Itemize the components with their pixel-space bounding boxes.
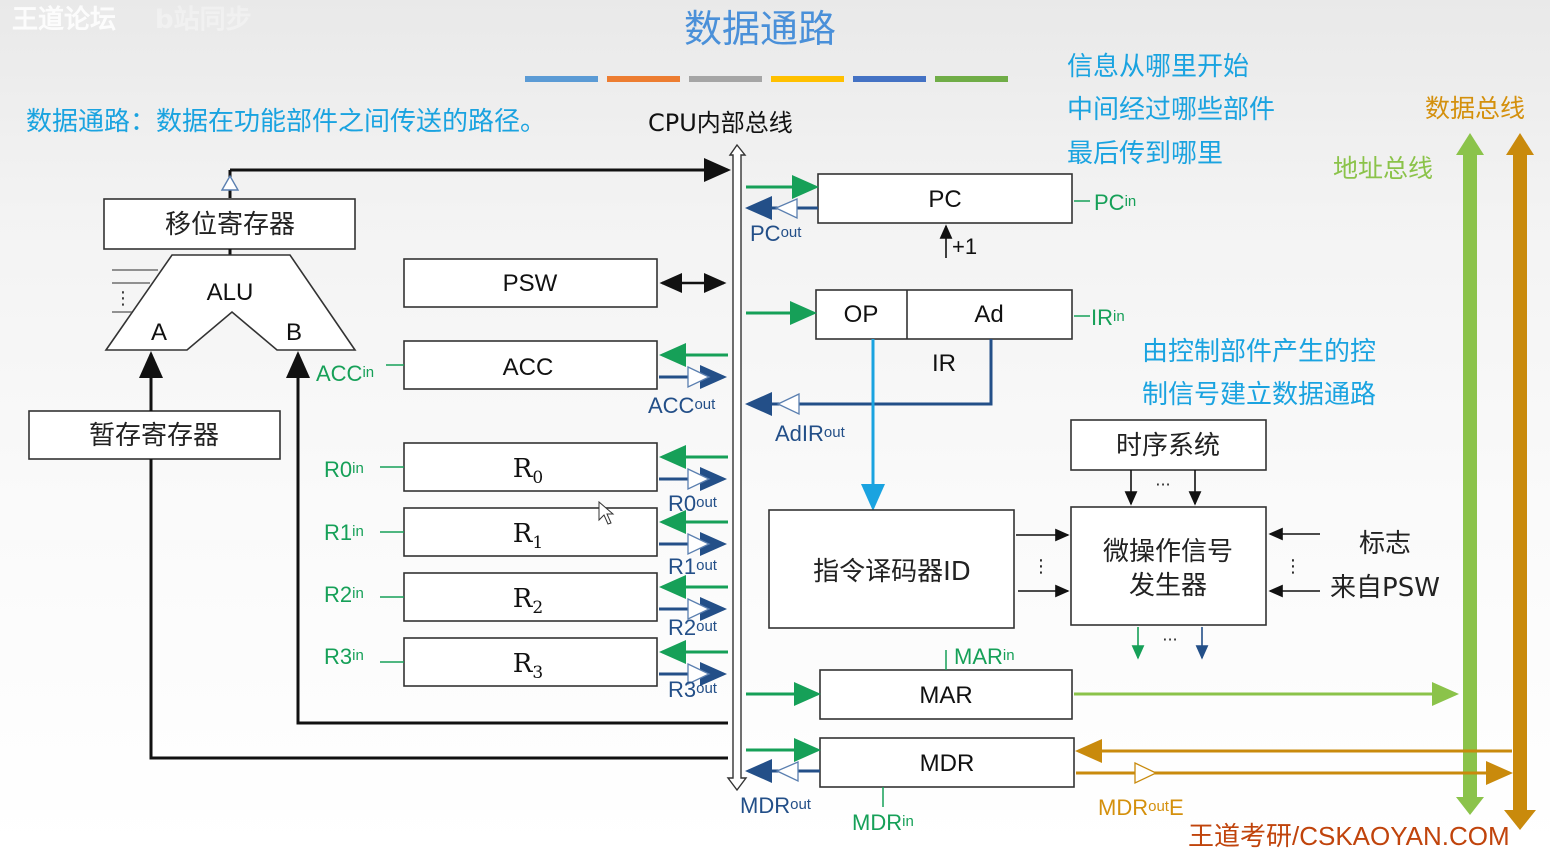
acc-register-label: ACC [503,354,554,381]
title-bar-segment [771,76,844,82]
ir-ad-field: Ad [974,301,1003,328]
address-bus-arrow [1456,133,1484,815]
signal-mar_in: MARin [954,644,1015,669]
signal-r_out-3: R3out [668,677,718,702]
signal-r_out-0: R0out [668,491,718,516]
ir-op-field: OP [844,301,879,328]
temp-register [28,410,281,460]
temp-register-label: 暂存寄存器 [89,421,219,451]
alu-control-ellipsis: ⋮ [114,288,132,309]
signal-acc_in: ACCin [316,361,374,386]
signal-mdr_in: MDRin [852,810,914,835]
note-info-3: 最后传到哪里 [1067,139,1223,169]
note-info-1: 信息从哪里开始 [1067,52,1249,82]
register-r3-label: R3 [513,649,543,683]
mar-label: MAR [919,682,972,709]
register-r2: R2 [380,572,728,622]
mouse-cursor-icon [598,500,615,525]
shift-register [103,198,356,250]
decoder-ellipsis: ⋮ [1032,556,1050,577]
timing-system [1070,419,1267,471]
mdr-register [819,737,1075,788]
cpu-bus-label: CPU内部总线 [648,109,793,137]
signal-ir_in: IRin [1091,305,1125,330]
flags-source-label: 来自PSW [1330,573,1440,603]
signal-r_in-0: R0in [324,457,364,482]
register-r0-label: R0 [513,454,543,488]
instruction-decoder [768,509,1015,629]
pc-increment-label: +1 [952,234,977,259]
psw-register [403,258,658,308]
watermark-forum: 王道论坛 [12,4,116,35]
alu-label: ALU [207,279,254,306]
micro-op-generator [1070,506,1267,626]
shift-out-gate-icon [220,174,240,191]
register-r1: R1 [380,507,728,557]
register-r3: R3 [380,637,728,687]
register-r1-label: R1 [513,519,543,553]
title-bar-segment [607,76,680,82]
data-bus-label: 数据总线 [1425,94,1525,123]
signal-r_in-2: R2in [324,582,364,607]
note-info-2: 中间经过哪些部件 [1067,95,1275,125]
register-r2-label: R2 [513,584,543,618]
title-bar-segment [525,76,598,82]
signal-adir_out: AdIRout [775,421,846,446]
signal-r_out-1: R1out [668,554,718,579]
micro-op-label-2: 发生器 [1129,571,1207,601]
shift-register-label: 移位寄存器 [165,210,295,240]
title-bar-segment [689,76,762,82]
signal-mdr_oute: MDRoutE [1098,795,1184,820]
timing-label: 时序系统 [1116,431,1220,461]
pc-register [817,173,1073,224]
title-color-bars [525,76,1008,82]
signal-r_out-2: R2out [668,615,718,640]
flags-label: 标志 [1359,529,1411,559]
note-control-2: 制信号建立数据通路 [1142,380,1376,410]
cpu-internal-bus [726,143,748,792]
signal-pc_in: PCin [1094,190,1136,215]
signal-pc_out: PCout [750,221,802,246]
address-bus-label: 地址总线 [1333,154,1433,183]
control-out-ellipsis: ··· [1162,630,1177,649]
signal-r_in-3: R3in [324,644,364,669]
ir-register [815,289,1073,340]
ir-label: IR [932,350,956,377]
timing-ellipsis: ··· [1155,475,1170,494]
pc-label: PC [928,186,961,213]
title-bar-segment [935,76,1008,82]
alu [104,254,357,351]
decoder-label: 指令译码器ID [813,557,971,587]
mdr-label: MDR [920,750,975,777]
signal-r_in-1: R1in [324,520,364,545]
signal-mdr_out: MDRout [740,793,812,818]
register-r0: R0 [380,442,728,492]
flags-ellipsis: ⋮ [1284,556,1302,577]
title-bar-segment [853,76,926,82]
page-title: 数据通路 [684,7,836,51]
alu-input-a: A [151,319,167,346]
watermark-site: 王道考研/CSKAOYAN.COM [1188,821,1510,850]
psw-label: PSW [503,270,558,297]
acc-register: ACC [386,340,728,390]
watermark-bilibili: b站同步 [155,4,252,35]
data-bus-arrow [1504,133,1536,830]
signal-acc_out: ACCout [648,393,716,418]
definition-text: 数据通路：数据在功能部件之间传送的路径。 [26,107,546,137]
micro-op-label-1: 微操作信号 [1103,537,1233,567]
note-control-1: 由控制部件产生的控 [1142,337,1376,367]
alu-input-b: B [286,319,302,346]
